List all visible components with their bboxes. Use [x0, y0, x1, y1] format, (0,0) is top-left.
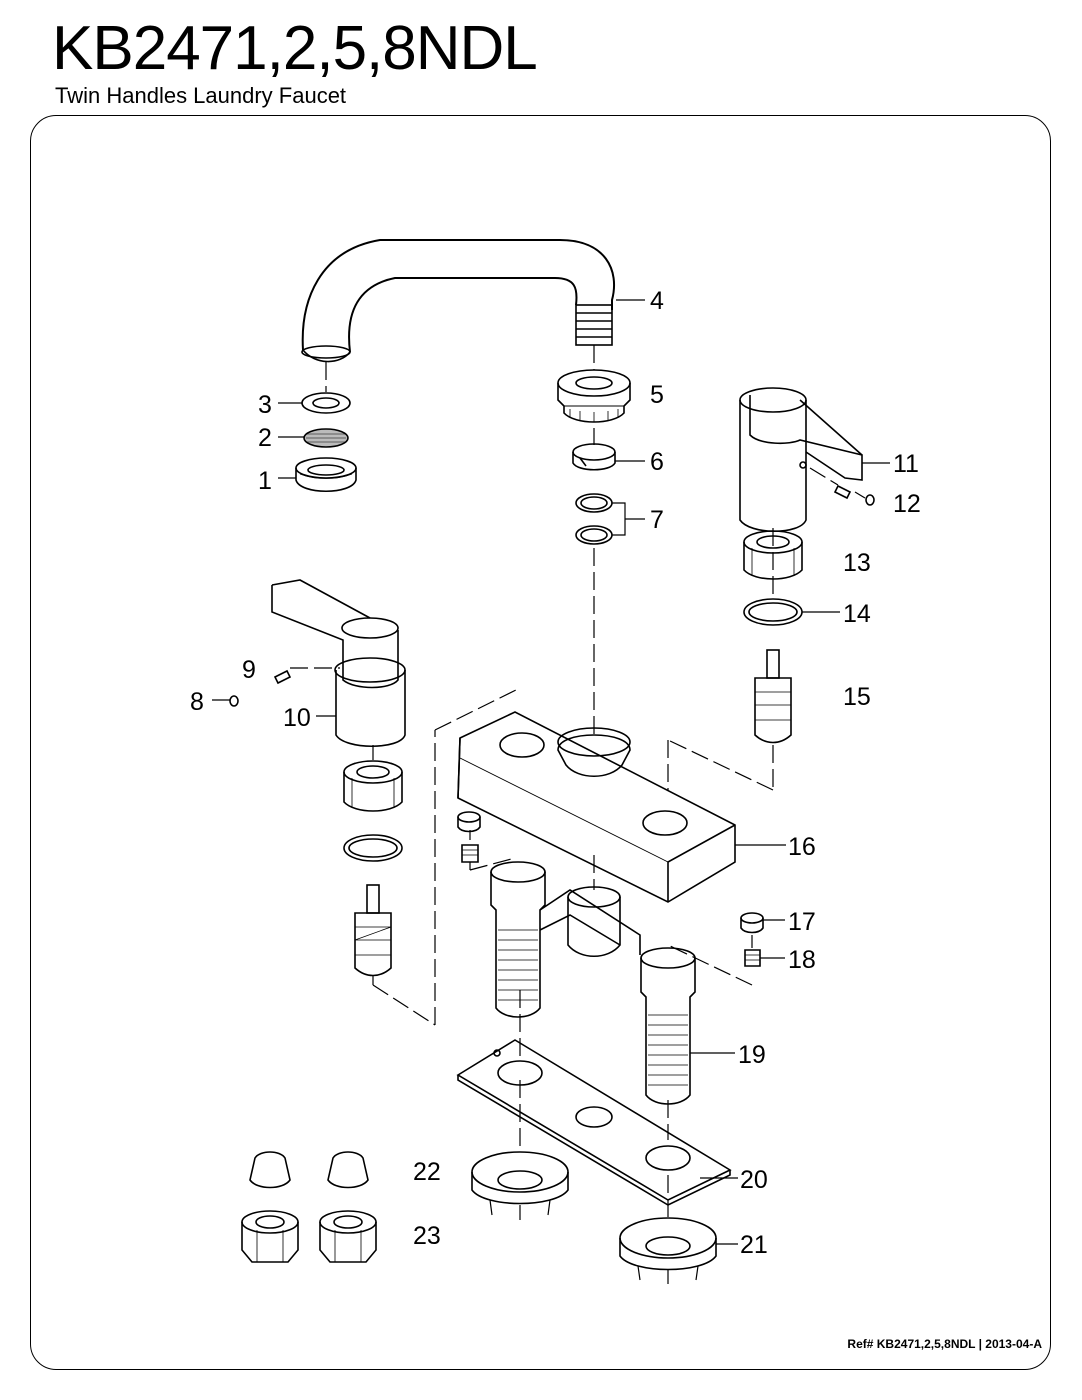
- callout-21: 21: [740, 1231, 768, 1259]
- washer-part-3: [301, 392, 351, 414]
- callout-18: 18: [788, 946, 816, 974]
- gasket-part-20: [456, 1039, 732, 1206]
- ferrule-part-22: [249, 1151, 369, 1189]
- compression-nut-part-23: [241, 1210, 377, 1263]
- assembly-centerlines: [212, 345, 866, 1220]
- o-ring-part-14: [743, 598, 803, 626]
- page-subtitle: Twin Handles Laundry Faucet: [55, 83, 347, 108]
- left-bonnet-nut: [343, 760, 403, 812]
- callout-10: 10: [283, 704, 311, 732]
- cap-part-8: [229, 695, 239, 707]
- callout-9: 9: [242, 656, 256, 684]
- callout-7: 7: [650, 506, 664, 534]
- mounting-nut-part-21: [471, 1151, 717, 1284]
- bonnet-nut-part-13: [743, 530, 803, 580]
- spring-part-18: [461, 844, 761, 967]
- callout-16: 16: [788, 833, 816, 861]
- callout-12: 12: [893, 490, 921, 518]
- shank-part-19: [490, 861, 696, 1105]
- callout-17: 17: [788, 908, 816, 936]
- left-handle-part-10: [271, 579, 406, 748]
- callout-numbers: 1 2 3 4 5 6 7 8 9 10 11 12 13 14 15 16 1…: [190, 287, 921, 1259]
- callout-13: 13: [843, 549, 871, 577]
- callout-20: 20: [740, 1166, 768, 1194]
- callout-11: 11: [893, 450, 919, 478]
- callout-23: 23: [413, 1222, 441, 1250]
- cartridge-part-15: [754, 649, 792, 744]
- callout-1: 1: [258, 467, 272, 495]
- callout-22: 22: [413, 1158, 441, 1186]
- callout-4: 4: [650, 287, 664, 315]
- reference-number: Ref# KB2471,2,5,8NDL | 2013-04-A: [847, 1337, 1042, 1351]
- spout-part: [301, 239, 616, 363]
- aerator-part-1: [295, 457, 357, 493]
- callout-3: 3: [258, 391, 272, 419]
- seat-part-17: [457, 811, 764, 934]
- o-rings-part-7: [575, 493, 613, 545]
- diagram-frame: [30, 115, 1051, 1370]
- left-cartridge: [354, 884, 392, 977]
- spout-nut-part-5: [557, 369, 631, 423]
- page-title: KB2471,2,5,8NDL: [52, 14, 538, 83]
- left-o-ring: [343, 834, 403, 862]
- callout-8: 8: [190, 688, 204, 716]
- callout-15: 15: [843, 683, 871, 711]
- split-ring-part-6: [572, 443, 616, 471]
- callout-19: 19: [738, 1041, 766, 1069]
- callout-6: 6: [650, 448, 664, 476]
- leader-lines: [278, 299, 890, 1245]
- set-screw-part-12: [833, 484, 875, 506]
- body-cover-part-16: [457, 711, 736, 903]
- callout-5: 5: [650, 381, 664, 409]
- callout-14: 14: [843, 600, 871, 628]
- callout-2: 2: [258, 424, 272, 452]
- screen-part-2: [303, 428, 349, 448]
- right-handle-part-11: [739, 387, 863, 533]
- set-screw-part-9: [273, 669, 292, 685]
